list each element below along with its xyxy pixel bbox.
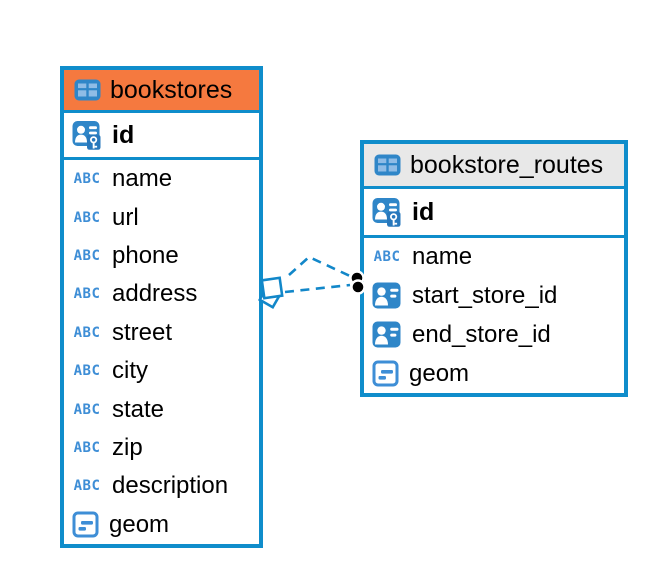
column-name: address [112,280,198,308]
primary-key-icon [372,197,402,227]
column-name: start_store_id [412,282,558,310]
column-row-id[interactable]: id [364,189,624,235]
column-row-state[interactable]: ABC state [64,390,259,429]
column-row-id[interactable]: id [64,113,259,157]
column-row-end-store-id[interactable]: end_store_id [364,315,624,355]
table-header-bookstores[interactable]: bookstores [64,70,259,110]
column-row-address[interactable]: ABC address [64,275,259,314]
geometry-type-icon [372,360,399,387]
varchar-type-icon: ABC [73,286,101,303]
relationship-line-lower[interactable] [284,283,351,294]
relationship-line-upper[interactable] [288,255,351,278]
table-header-bookstore-routes[interactable]: bookstore_routes [364,144,624,186]
column-row-geom[interactable]: geom [364,354,624,393]
column-row-url[interactable]: ABC url [64,198,259,237]
column-row-geom[interactable]: geom [64,505,259,544]
varchar-type-icon: ABC [73,171,101,188]
varchar-type-icon: ABC [373,249,401,266]
pk-separator [64,157,259,160]
table-title: bookstores [110,75,233,104]
reference-id-icon [372,321,402,349]
geometry-type-icon [72,511,99,538]
column-row-city[interactable]: ABC city [64,351,259,391]
header-separator [364,186,624,189]
column-name: id [412,197,435,226]
column-name: id [112,120,135,149]
table-node-bookstore-routes[interactable]: bookstore_routes id ABC [360,140,628,397]
column-row-description[interactable]: ABC description [64,467,259,506]
column-name: city [112,357,148,385]
column-name: geom [409,359,470,387]
column-name: name [412,243,473,271]
column-name: phone [112,241,179,269]
column-name: url [112,203,139,231]
many-end-marker [257,276,284,310]
header-separator [64,110,259,113]
column-row-name[interactable]: ABC name [364,238,624,277]
column-name: geom [109,510,170,538]
column-row-zip[interactable]: ABC zip [64,428,259,468]
column-name: description [112,472,229,500]
table-node-bookstores[interactable]: bookstores id ABC n [60,66,263,548]
varchar-type-icon: ABC [73,247,101,264]
column-name: end_store_id [412,320,551,348]
column-row-name[interactable]: ABC name [64,160,259,199]
varchar-type-icon: ABC [73,363,101,380]
column-name: state [112,395,165,423]
column-name: street [112,318,173,346]
varchar-type-icon: ABC [73,401,101,418]
table-icon [374,154,401,176]
table-icon [74,79,101,101]
column-name: zip [112,433,143,461]
varchar-type-icon: ABC [73,478,101,495]
varchar-type-icon: ABC [73,439,101,456]
column-row-start-store-id[interactable]: start_store_id [364,276,624,316]
column-row-phone[interactable]: ABC phone [64,236,259,276]
column-row-street[interactable]: ABC street [64,313,259,352]
table-title: bookstore_routes [410,150,604,179]
varchar-type-icon: ABC [73,324,101,341]
pk-separator [364,235,624,238]
varchar-type-icon: ABC [73,209,101,226]
column-name: name [112,165,173,193]
reference-id-icon [372,282,402,310]
primary-key-icon [72,120,102,150]
